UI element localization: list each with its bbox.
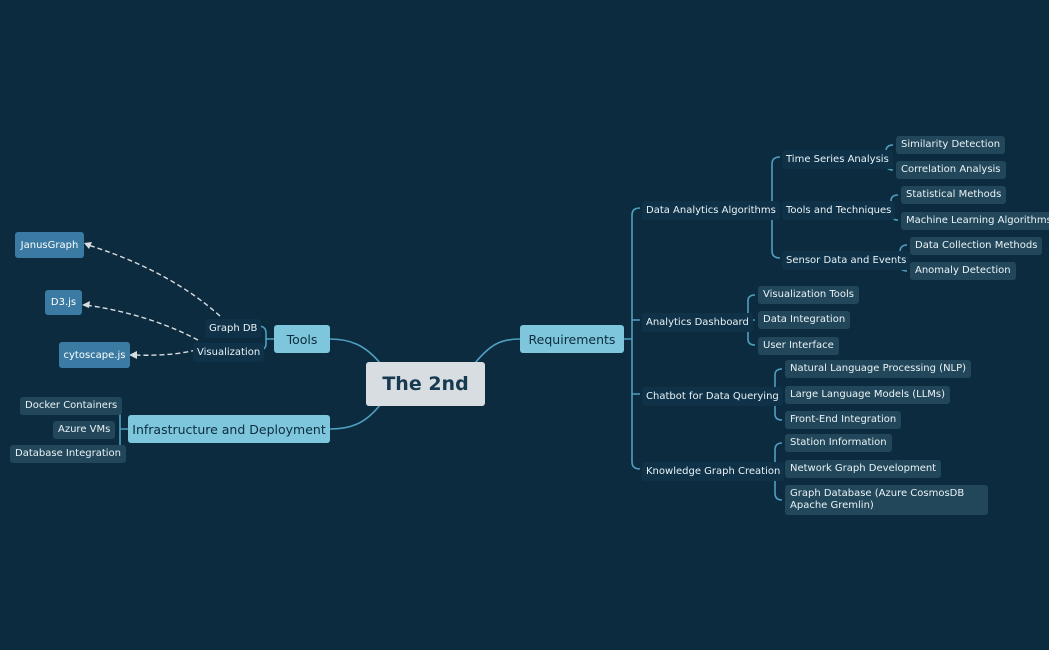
leaf-statistical-methods[interactable]: Statistical Methods [901,186,1007,204]
leaf-docker-containers[interactable]: Docker Containers [20,397,123,415]
leaf-database-integration[interactable]: Database Integration [10,445,126,463]
leaf-anomaly-detection[interactable]: Anomaly Detection [910,262,1016,280]
leaf-station-information[interactable]: Station Information [785,434,892,452]
subtopic-chatbot[interactable]: Chatbot for Data Querying [642,387,783,406]
link-graphdb-janusgraph [87,244,221,317]
link-vis-d3 [85,304,199,341]
arrowhead-janusgraph [84,242,92,249]
subtopic-time-series[interactable]: Time Series Analysis [782,150,893,169]
leaf-network-graph[interactable]: Network Graph Development [785,460,942,478]
leaf-user-interface[interactable]: User Interface [758,337,839,355]
leaf-correlation-analysis[interactable]: Correlation Analysis [896,161,1006,179]
tool-cytoscapejs[interactable]: cytoscape.js [59,342,130,368]
leaf-data-collection[interactable]: Data Collection Methods [910,237,1043,255]
root-topic[interactable]: The 2nd [366,362,485,406]
leaf-visualization-tools[interactable]: Visualization Tools [758,286,859,304]
subtopic-analytics-dashboard[interactable]: Analytics Dashboard [642,313,753,332]
subtopic-sensor-data[interactable]: Sensor Data and Events [782,251,911,270]
subtopic-knowledge-graph[interactable]: Knowledge Graph Creation [642,462,785,481]
arrowhead-cytoscape [129,351,137,359]
tool-d3js[interactable]: D3.js [45,290,82,315]
link-root-infra [329,404,381,430]
leaf-llms[interactable]: Large Language Models (LLMs) [785,386,951,404]
subtopic-tools-techniques[interactable]: Tools and Techniques [782,201,896,220]
subtopic-graph-db[interactable]: Graph DB [205,319,262,338]
link-root-requirements [474,338,521,364]
link-req-branch [624,207,641,470]
leaf-front-end-integration[interactable]: Front-End Integration [785,411,902,429]
leaf-nlp[interactable]: Natural Language Processing (NLP) [785,360,972,378]
leaf-graph-database[interactable]: Graph Database (Azure CosmosDB Apache Gr… [785,485,988,515]
arrowhead-d3 [82,301,90,308]
topic-infrastructure[interactable]: Infrastructure and Deployment [128,415,330,443]
topic-requirements[interactable]: Requirements [520,325,624,353]
leaf-machine-learning[interactable]: Machine Learning Algorithms [901,212,1049,230]
link-root-tools [329,338,381,364]
leaf-similarity-detection[interactable]: Similarity Detection [896,136,1006,154]
leaf-data-integration[interactable]: Data Integration [758,311,851,329]
subtopic-visualization[interactable]: Visualization [193,343,265,362]
leaf-azure-vms[interactable]: Azure VMs [53,421,116,439]
tool-janusgraph[interactable]: JanusGraph [15,232,84,258]
link-vis-cytoscape [132,349,197,356]
topic-tools[interactable]: Tools [274,325,330,353]
subtopic-data-analytics[interactable]: Data Analytics Algorithms [642,201,780,220]
